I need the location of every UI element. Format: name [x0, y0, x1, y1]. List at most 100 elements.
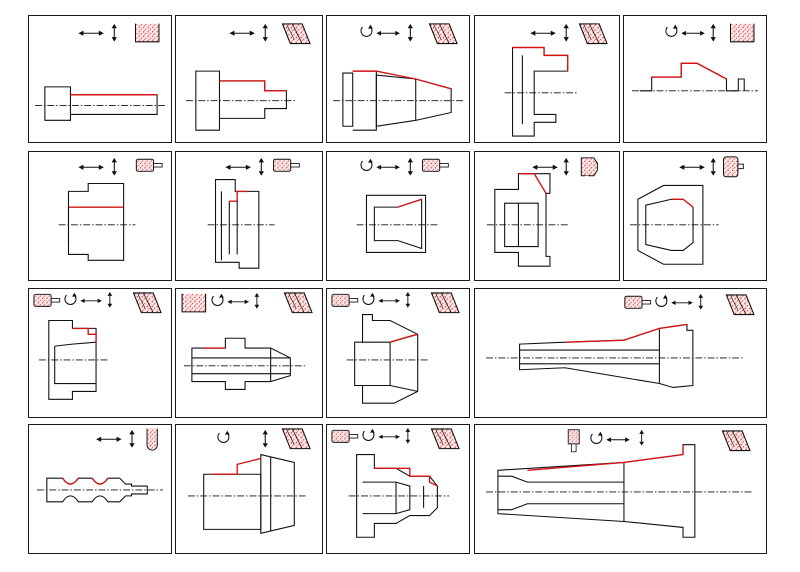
traverse-horizontal-icon — [378, 298, 400, 304]
diagram-r4c4 — [486, 429, 752, 538]
diagram-r1c1 — [35, 23, 165, 121]
angled-wheel-icon — [430, 292, 460, 314]
infeed-vertical-icon — [563, 157, 570, 176]
traverse-horizontal-icon — [376, 164, 400, 171]
operation-cell-r1c1 — [28, 15, 172, 143]
diagram-r4c1 — [36, 428, 164, 503]
operation-cell-r1c5 — [623, 15, 767, 143]
rotation-icon — [217, 430, 231, 443]
diagram-r2c5 — [630, 156, 744, 265]
infeed-vertical-icon — [262, 23, 269, 42]
angled-wheel-icon — [430, 428, 460, 450]
rotation-icon — [360, 158, 374, 171]
operation-cell-r2c5 — [623, 151, 767, 281]
rotation-icon — [362, 428, 376, 441]
traverse-horizontal-icon — [671, 300, 693, 306]
traverse-horizontal-icon — [225, 164, 251, 171]
infeed-vertical-icon — [407, 23, 414, 42]
angled-wheel-icon — [281, 23, 311, 45]
angled-wheel-icon — [578, 23, 608, 45]
rotation-icon — [64, 292, 78, 305]
operation-cell-r2c4 — [474, 151, 620, 281]
tapered-point-icon — [580, 157, 598, 178]
angled-wheel-icon — [283, 292, 313, 314]
rotation-icon — [362, 292, 376, 305]
angled-wheel-icon — [428, 23, 458, 45]
infeed-vertical-icon — [638, 429, 645, 446]
angled-wheel-icon — [725, 294, 755, 316]
mounted-point-icon — [135, 158, 163, 172]
traverse-horizontal-icon — [229, 30, 255, 37]
traverse-horizontal-icon — [376, 30, 400, 37]
profile-wheel-icon — [146, 428, 158, 451]
traverse-horizontal-icon — [606, 436, 630, 443]
operation-cell-r4c1 — [28, 424, 172, 554]
infeed-vertical-icon — [710, 157, 717, 176]
mounted-point-icon — [421, 158, 449, 172]
operation-cell-r1c3 — [326, 15, 470, 143]
operation-cell-r2c3 — [326, 151, 470, 281]
infeed-vertical-icon — [128, 429, 136, 448]
infeed-vertical-icon — [405, 291, 411, 308]
diagram-r3c3 — [331, 291, 460, 404]
mounted-point-icon — [272, 158, 300, 172]
mounted-point-icon — [331, 293, 359, 307]
operation-cell-r4c3 — [326, 424, 470, 554]
infeed-vertical-icon — [710, 23, 717, 42]
diagram-r1c3 — [333, 23, 463, 131]
infeed-vertical-icon — [405, 427, 411, 444]
diagram-r3c4 — [486, 293, 755, 389]
traverse-horizontal-icon — [530, 30, 556, 37]
mounted-point-icon — [567, 429, 580, 453]
operation-cell-r3c3 — [326, 288, 470, 418]
angled-wheel-icon — [721, 430, 751, 452]
operation-cell-r1c4 — [474, 15, 620, 143]
infeed-vertical-icon — [563, 23, 570, 42]
mounted-point-icon — [33, 293, 61, 307]
infeed-vertical-icon — [697, 293, 704, 310]
traverse-horizontal-icon — [96, 436, 122, 443]
rotation-icon — [211, 293, 225, 306]
operation-cell-r4c2 — [175, 424, 323, 554]
rotation-icon — [590, 431, 604, 444]
mounted-point-icon — [331, 429, 359, 443]
cylindrical-point-icon — [722, 156, 744, 178]
mounted-point-icon — [624, 295, 652, 309]
angled-wheel-icon — [281, 428, 311, 450]
traverse-horizontal-icon — [679, 164, 705, 171]
infeed-vertical-icon — [107, 291, 113, 308]
traverse-horizontal-icon — [681, 30, 705, 37]
rotation-icon — [655, 294, 669, 307]
traverse-horizontal-icon — [78, 164, 104, 171]
cup-wheel-icon — [730, 23, 755, 43]
diagram-r4c3 — [331, 427, 460, 538]
traverse-horizontal-icon — [80, 298, 102, 304]
infeed-vertical-icon — [111, 23, 118, 42]
operation-cell-r3c2 — [175, 288, 323, 418]
infeed-vertical-icon — [254, 292, 260, 309]
cup-wheel-icon — [181, 293, 207, 313]
infeed-vertical-icon — [111, 157, 118, 176]
rotation-icon — [665, 24, 679, 37]
diagram-r2c1 — [58, 157, 163, 261]
traverse-horizontal-icon — [227, 299, 249, 305]
diagram-r3c2 — [181, 292, 313, 390]
operation-cell-r2c1 — [28, 151, 172, 281]
infeed-vertical-icon — [258, 157, 265, 176]
operation-cell-r1c2 — [175, 15, 323, 143]
infeed-vertical-icon — [407, 157, 414, 176]
diagram-r1c5 — [632, 23, 758, 92]
diagram-r1c4 — [504, 23, 608, 137]
diagram-r4c2 — [187, 428, 311, 534]
rotation-icon — [360, 24, 374, 37]
traverse-horizontal-icon — [532, 164, 558, 171]
diagram-r1c2 — [186, 23, 311, 131]
infeed-vertical-icon — [262, 429, 269, 448]
traverse-horizontal-icon — [78, 30, 104, 37]
cup-wheel-icon — [135, 23, 160, 43]
angled-wheel-icon — [132, 292, 162, 314]
operation-cell-r4c4 — [474, 424, 767, 554]
operation-cell-r3c4 — [474, 288, 767, 418]
diagram-r2c3 — [356, 157, 449, 253]
